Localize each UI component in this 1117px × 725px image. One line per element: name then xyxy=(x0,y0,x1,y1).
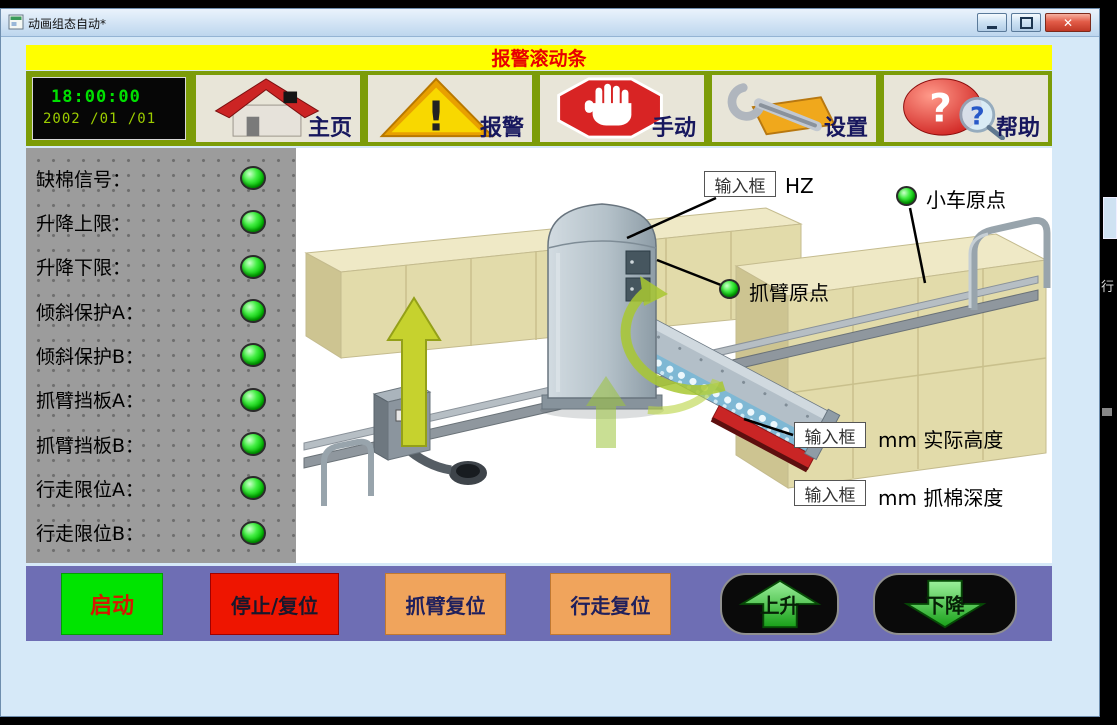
tilt-protect-b-led xyxy=(240,343,266,368)
up-arrow-icon xyxy=(738,579,821,629)
grab-depth-input[interactable]: 输入框 xyxy=(794,480,866,506)
alarm-banner: 报警滚动条 xyxy=(26,45,1052,70)
status-row-travel-limit-a: 行走限位A： xyxy=(26,475,296,502)
maximize-button[interactable] xyxy=(1011,13,1041,32)
down-arrow-icon xyxy=(903,579,987,629)
actual-height-input[interactable]: 输入框 xyxy=(794,422,866,448)
frequency-unit-label: HZ xyxy=(785,174,814,198)
tilt-protect-a-led xyxy=(240,299,266,324)
titlebar[interactable]: 动画组态自动* ✕ xyxy=(1,9,1099,37)
status-row-arm-baffle-a: 抓臂挡板A： xyxy=(26,386,296,413)
manual-stop-hand-icon xyxy=(557,77,663,139)
frequency-input[interactable]: 输入框 xyxy=(704,171,776,197)
status-row-tilt-protect-a: 倾斜保护A： xyxy=(26,298,296,325)
clock-display: 18:00:00 2002 /01 /01 xyxy=(32,77,186,140)
travel-limit-b-led xyxy=(240,520,266,545)
status-label: 行走限位A： xyxy=(36,478,144,501)
arm-reset-button[interactable]: 抓臂复位 xyxy=(385,573,506,635)
stop-reset-button[interactable]: 停止/复位 xyxy=(210,573,339,635)
arm-origin-led xyxy=(719,279,740,299)
settings-label: 设置 xyxy=(823,116,868,141)
help-button[interactable]: ? ? 帮助 xyxy=(884,75,1048,142)
alarm-banner-text: 报警滚动条 xyxy=(491,48,587,70)
rotation-arrow xyxy=(620,276,726,415)
arm-baffle-b-led xyxy=(240,432,266,457)
magnifier-handle xyxy=(986,124,1005,140)
help-label: 帮助 xyxy=(995,116,1040,141)
minimize-icon xyxy=(987,25,997,29)
up-button[interactable]: 上升 xyxy=(720,573,839,635)
status-row-cotton-shortage: 缺棉信号： xyxy=(26,165,296,192)
home-button[interactable]: 主页 xyxy=(196,75,360,142)
cart-origin-label: 小车原点 xyxy=(926,188,1006,212)
app-window: 动画组态自动* ✕ 报警滚动条 18:00:00 2002 /01 /01 主页 xyxy=(0,8,1100,717)
settings-button[interactable]: 设置 xyxy=(712,75,876,142)
alarm-exclamation: ! xyxy=(427,92,446,140)
alarm-icon: ! xyxy=(379,77,495,140)
lift-lower-limit-led xyxy=(240,254,266,279)
home-icon xyxy=(214,78,320,137)
help-question-mark: ? xyxy=(929,87,952,132)
home-label: 主页 xyxy=(307,116,352,141)
cart-origin-led xyxy=(896,186,917,206)
status-label: 抓臂挡板A： xyxy=(36,390,144,413)
toolbar: 18:00:00 2002 /01 /01 主页 ! 报警 xyxy=(26,71,1052,146)
down-label: 下降 xyxy=(925,593,965,618)
arm-baffle-a-led xyxy=(240,387,266,412)
status-label: 倾斜保护B： xyxy=(36,345,145,368)
manual-label: 手动 xyxy=(651,116,696,141)
lift-upper-limit-led xyxy=(240,210,266,235)
travel-limit-a-led xyxy=(240,476,266,501)
start-button[interactable]: 启动 xyxy=(61,573,163,635)
left-guard-rail xyxy=(321,438,374,506)
alarm-label: 报警 xyxy=(479,116,524,141)
cotton-shortage-led xyxy=(240,166,266,191)
status-label: 升降上限： xyxy=(36,212,132,235)
status-panel: 缺棉信号： 升降上限： 升降下限： 倾斜保护A： 倾斜保护B： 抓臂挡板A： 抓… xyxy=(26,148,296,563)
status-row-lift-lower-limit: 升降下限： xyxy=(26,253,296,280)
manual-button[interactable]: 手动 xyxy=(540,75,704,142)
minimize-button[interactable] xyxy=(977,13,1007,32)
background-gray-fragment xyxy=(1102,408,1112,416)
feeder-box xyxy=(372,383,487,485)
status-label: 倾斜保护A： xyxy=(36,301,144,324)
control-bar: 启动 停止/复位 抓臂复位 行走复位 上升 xyxy=(26,566,1052,641)
grab-depth-caption: mm 抓棉深度 xyxy=(878,486,1004,510)
status-row-arm-baffle-b: 抓臂挡板B： xyxy=(26,431,296,458)
close-icon: ✕ xyxy=(1062,15,1074,30)
travel-reset-button[interactable]: 行走复位 xyxy=(550,573,671,635)
arm-origin-label: 抓臂原点 xyxy=(749,281,829,305)
callout-lines xyxy=(626,196,927,437)
down-button[interactable]: 下降 xyxy=(873,573,1017,635)
background-window-fragment xyxy=(1103,197,1117,239)
right-guard-rail xyxy=(968,217,1051,310)
window-title: 动画组态自动* xyxy=(28,17,107,31)
status-row-tilt-protect-b: 倾斜保护B： xyxy=(26,342,296,369)
help-icon: ? ? xyxy=(903,78,1005,140)
status-label: 缺棉信号： xyxy=(36,168,132,191)
clock-time: 18:00:00 xyxy=(51,87,141,107)
help-magnifier-question-mark: ? xyxy=(970,101,985,130)
close-button[interactable]: ✕ xyxy=(1045,13,1091,32)
background-text-fragment: 行 xyxy=(1101,280,1115,295)
tower-lift-arrow xyxy=(586,376,626,448)
wrench-icon xyxy=(727,83,836,136)
status-label: 行走限位B： xyxy=(36,523,145,546)
up-label: 上升 xyxy=(759,593,800,618)
status-row-lift-upper-limit: 升降上限： xyxy=(26,209,296,236)
app-icon xyxy=(8,14,24,30)
status-row-travel-limit-b: 行走限位B： xyxy=(26,519,296,546)
alarm-button[interactable]: ! 报警 xyxy=(368,75,532,142)
status-label: 抓臂挡板B： xyxy=(36,434,145,457)
lift-up-arrow xyxy=(386,296,442,447)
status-label: 升降下限： xyxy=(36,257,132,280)
machine-diagram: 输入框 HZ 小车原点 抓臂原点 输入框 mm 实际高度 输入框 mm 抓棉深度 xyxy=(296,148,1052,563)
actual-height-caption: mm 实际高度 xyxy=(878,428,1004,452)
toolbar-buttons: 主页 ! 报警 xyxy=(192,71,1052,146)
maximize-icon xyxy=(1019,16,1033,29)
clock-date: 2002 /01 /01 xyxy=(43,111,157,127)
